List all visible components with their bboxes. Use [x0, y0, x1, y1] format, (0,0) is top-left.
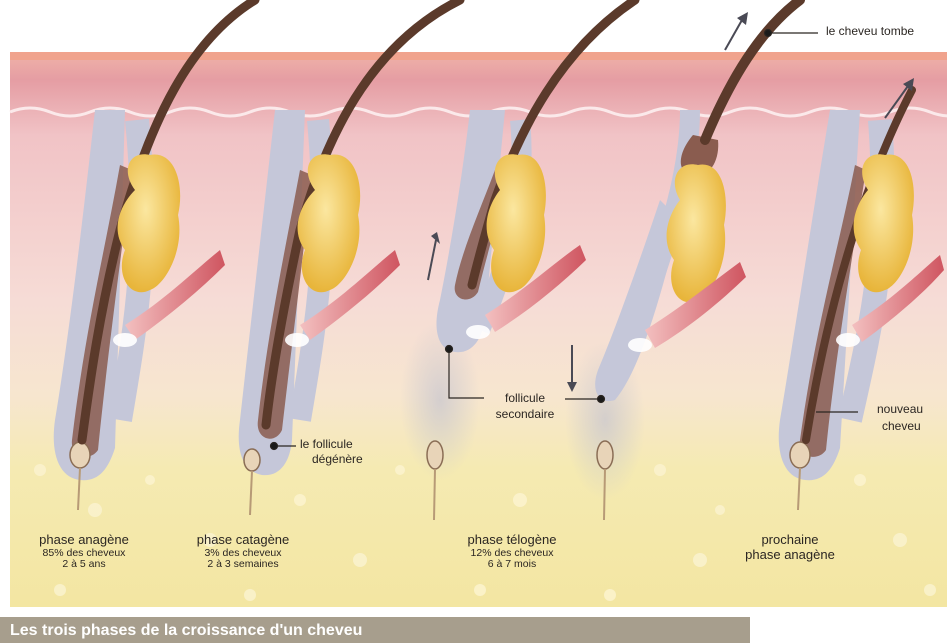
phase-name: phase télogène: [468, 533, 557, 548]
skin-surface: [10, 52, 947, 60]
label-secondary-follicle-line1: follicule: [490, 392, 560, 405]
phase-name: prochaine: [745, 533, 835, 548]
label-new-hair-line1: nouveau: [877, 403, 923, 416]
phase-name: phase catagène: [197, 533, 290, 548]
caption-bar: Les trois phases de la croissance d'un c…: [0, 617, 750, 643]
phase-name: phase anagène: [39, 533, 129, 548]
phase-label-anagen: phase anagène 85% des cheveux 2 à 5 ans: [39, 533, 129, 571]
phase-label-next-anagen: prochaine phase anagène: [745, 533, 835, 562]
phase-label-catagen: phase catagène 3% des cheveux 2 à 3 sema…: [197, 533, 290, 571]
phase-duration: 2 à 5 ans: [39, 559, 129, 571]
label-follicle-degenerates-line1: le follicule: [300, 438, 353, 451]
phase-duration: 6 à 7 mois: [468, 559, 557, 571]
phase-label-telogen: phase télogène 12% des cheveux 6 à 7 moi…: [468, 533, 557, 571]
label-falling-hair: le cheveu tombe: [826, 25, 914, 38]
phase-duration: 2 à 3 semaines: [197, 559, 290, 571]
label-secondary-follicle-line2: secondaire: [486, 408, 564, 421]
label-follicle-degenerates-line2: dégénère: [312, 453, 363, 466]
caption-title: Les trois phases de la croissance d'un c…: [10, 622, 362, 640]
label-new-hair-line2: cheveu: [882, 420, 921, 433]
phase-share: phase anagène: [745, 548, 835, 563]
